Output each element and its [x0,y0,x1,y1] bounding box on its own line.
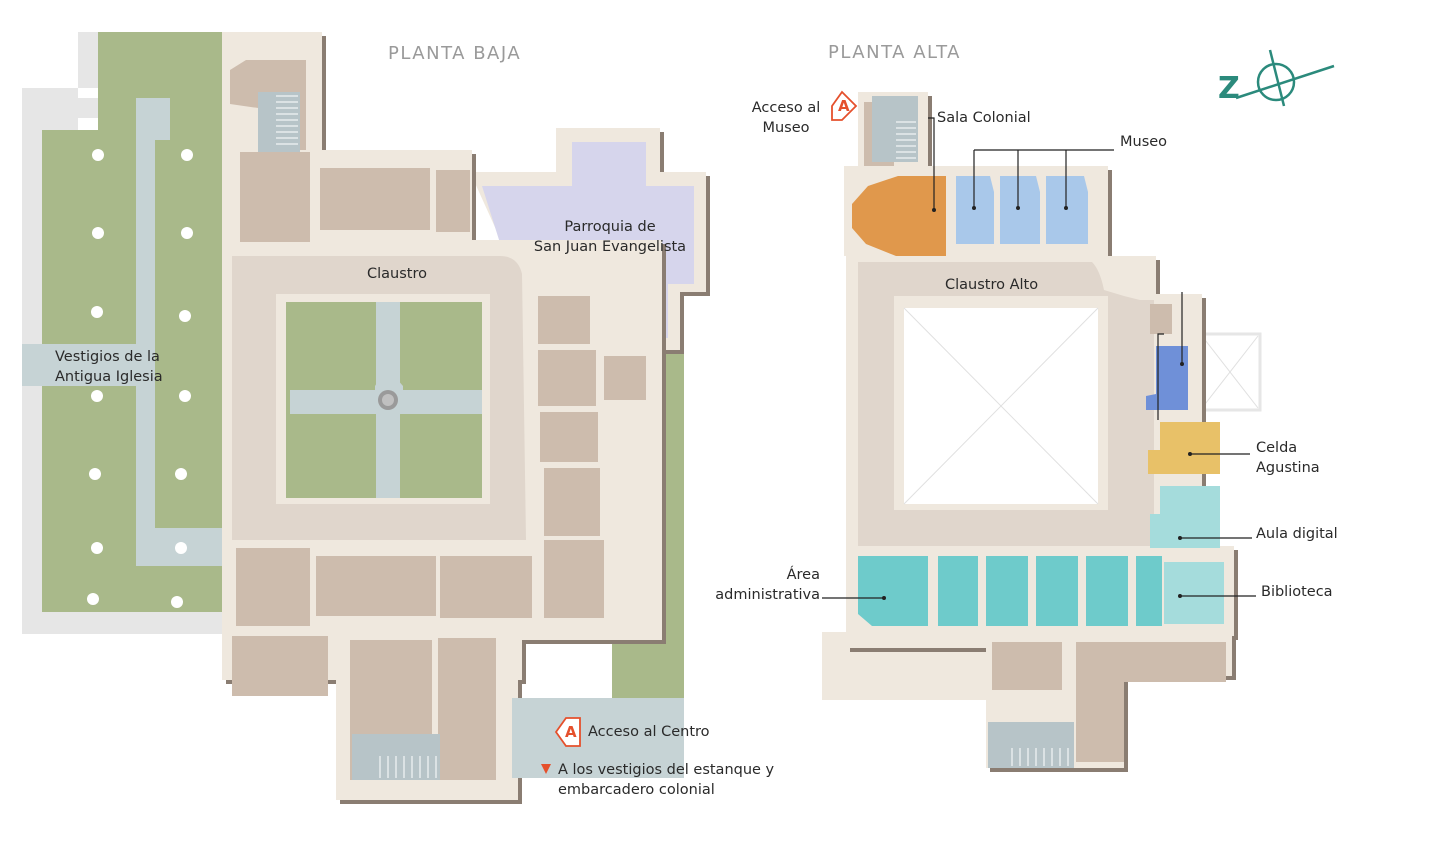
acceso-centro-label: Acceso al Centro [588,724,710,740]
upper-floor [822,90,1262,768]
void-cross [903,307,1099,505]
compass-icon [1235,49,1335,107]
ground-floor [22,32,706,800]
celda-agustina-room [1148,422,1220,474]
estanque-label: A los vestigios del estanque y embarcade… [558,760,774,800]
acceso-museo-label-line1: Acceso al [751,100,821,116]
arrow-down-icon [541,764,551,774]
area-administrativa-label-line2: administrativa [715,587,820,603]
vestigios-label: Vestigios de la Antigua Iglesia [55,347,163,387]
stairs-ground-top [258,92,300,152]
upper-floor-title: PLANTA ALTA [828,42,961,63]
access-marker-ground-letter: A [565,723,577,741]
access-marker-museum [831,90,858,121]
stairs-upper-bottom [988,722,1074,768]
acceso-museo-label-line2: Museo [762,120,810,136]
aula-digital-room [1150,486,1220,548]
stairs-ground-bottom [352,734,440,780]
compass-letter: Z [1218,71,1240,106]
biblioteca-label: Biblioteca [1261,584,1333,600]
claustro-alto-label: Claustro Alto [945,277,1039,293]
parroquia-label: Parroquia de San Juan Evangelista [530,217,690,257]
leader-lines [822,117,1256,599]
celda-agustina-label: Celda Agustina [1256,438,1320,478]
area-administrativa-rooms [858,556,1162,626]
acceso-museo-label: Acceso al Museo [748,98,824,138]
museo-label: Museo [1120,134,1168,150]
ruins-antigua-iglesia [22,32,222,634]
parroquia-label-line2: San Juan Evangelista [533,239,687,255]
upper-void-small-cross [1201,335,1259,409]
biblioteca-room [1164,562,1224,624]
estanque-label-line2: embarcadero colonial [558,782,715,798]
acceso-centro-area [512,698,684,778]
leader-dots [882,206,1192,600]
claustro-garden [286,302,482,498]
access-marker-museum-letter: A [838,97,850,115]
celda-agustina-label-line2: Agustina [1256,460,1320,476]
aula-digital-label: Aula digital [1256,526,1338,542]
area-administrativa-label-line1: Área [786,567,820,583]
sala-colonial-label: Sala Colonial [937,110,1031,126]
sala-colonial-room [852,176,946,256]
claustro-label: Claustro [367,266,427,282]
blue-room [1146,346,1188,410]
museo-rooms [956,176,1088,244]
ground-floor-title: PLANTA BAJA [388,43,522,64]
vestigios-label-line2: Antigua Iglesia [55,369,163,385]
stairs-upper-top [872,96,918,162]
parroquia-label-line1: Parroquia de [564,219,656,235]
estanque-label-line1: A los vestigios del estanque y [558,762,775,778]
access-marker-ground [554,717,581,747]
celda-agustina-label-line1: Celda [1256,440,1298,456]
area-administrativa-label: Área administrativa [700,565,820,605]
vestigios-label-line1: Vestigios de la [55,349,160,365]
